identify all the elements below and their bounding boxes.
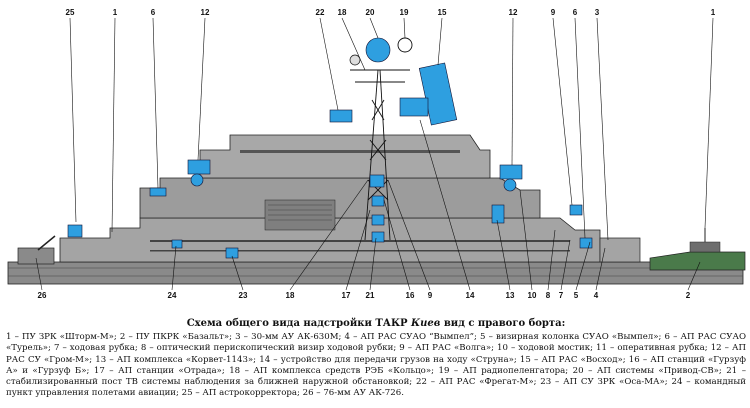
callout-number: 21 (366, 291, 375, 300)
callout-number: 9 (428, 291, 433, 300)
figure-caption: Схема общего вида надстройки ТАКР Киев в… (6, 318, 746, 400)
callout-number: 17 (342, 291, 351, 300)
main-mast (350, 69, 410, 241)
callout-number: 6 (573, 8, 578, 17)
callout-number: 6 (151, 8, 156, 17)
privod-sv-antenna (365, 37, 391, 63)
callout-number: 18 (286, 291, 295, 300)
main-deck (7, 261, 744, 285)
callout-number: 20 (366, 8, 375, 17)
callout-number: 25 (66, 8, 75, 17)
voskhod-antenna (418, 62, 458, 126)
callout-number: 4 (594, 291, 599, 300)
ak-726-gun (17, 235, 56, 265)
callout-number: 14 (466, 291, 475, 300)
portholes (150, 240, 570, 252)
callout-number: 19 (400, 8, 409, 17)
callout-number: 15 (438, 8, 447, 17)
callout-number: 18 (338, 8, 347, 17)
callout-number: 7 (559, 291, 564, 300)
caption-title: Схема общего вида надстройки ТАКР Киев в… (186, 318, 566, 329)
callout-number: 1 (113, 8, 118, 17)
bazalt-launcher (649, 228, 746, 271)
antenna-arrays (67, 37, 593, 259)
callout-number: 24 (168, 291, 177, 300)
callout-number: 16 (406, 291, 415, 300)
caption-legend: 1 – ПУ ЗРК «Шторм-М»; 2 – ПУ ПКРК «Базал… (6, 332, 746, 399)
callout-number: 12 (201, 8, 210, 17)
caption-ship-name: Киев (411, 318, 441, 329)
callout-number: 10 (528, 291, 537, 300)
callout-number: 1 (711, 8, 716, 17)
upper-tier (199, 134, 491, 179)
callout-number: 22 (316, 8, 325, 17)
callout-number: 3 (595, 8, 600, 17)
callout-number: 26 (38, 291, 47, 300)
callout-number: 8 (546, 291, 551, 300)
callout-number: 13 (506, 291, 515, 300)
callout-number: 23 (239, 291, 248, 300)
callout-number: 12 (509, 8, 518, 17)
callout-number: 9 (551, 8, 556, 17)
callout-number: 2 (686, 291, 691, 300)
callout-number: 5 (574, 291, 579, 300)
